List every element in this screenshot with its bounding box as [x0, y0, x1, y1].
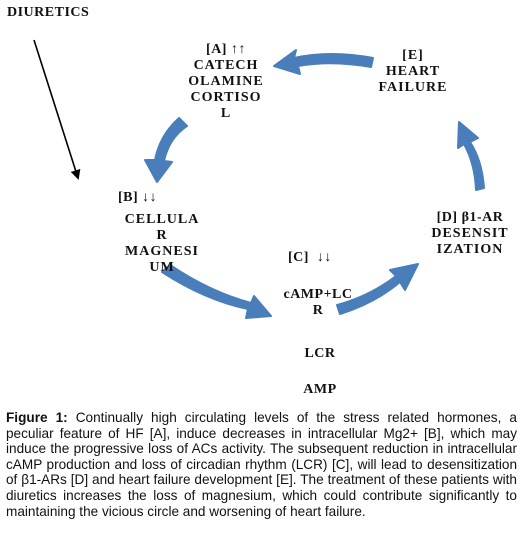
- diuretics-label: DIURETICS: [7, 5, 90, 20]
- caption-text: Continually high circulating levels of t…: [6, 410, 517, 519]
- node-c-amp: AMP: [303, 382, 337, 397]
- node-b-line: R: [156, 228, 168, 243]
- node-b-line: MAGNESI: [125, 244, 199, 259]
- arrow-c-to-d: [336, 263, 419, 315]
- diuretics-arrow: [33, 39, 81, 180]
- arrow-d-to-e: [457, 121, 485, 191]
- node-e: [E] HEART FAILURE: [367, 48, 459, 96]
- node-a-line: L: [220, 106, 232, 121]
- node-e-line: [E]: [402, 48, 424, 63]
- node-b-line: CELLULA: [124, 212, 200, 227]
- figure-caption: Figure 1: Continually high circulating l…: [6, 410, 517, 519]
- node-b-line: UM: [149, 260, 175, 275]
- node-e-line: FAILURE: [378, 80, 448, 95]
- node-e-line: HEART: [385, 64, 441, 79]
- caption-label: Figure 1:: [6, 410, 68, 425]
- node-a-line: OLAMINE: [188, 74, 264, 89]
- node-a-tag: [A] ↑↑: [206, 42, 246, 57]
- node-b-tag: [B] ↓↓: [118, 190, 158, 205]
- node-d: [D] β1-AR DESENSIT IZATION: [420, 210, 520, 258]
- arrow-a-to-b: [144, 117, 188, 183]
- node-a-line: CATECH: [193, 58, 259, 73]
- node-a-line: CORTISO: [190, 90, 262, 105]
- arrow-e-to-a: [273, 49, 374, 75]
- node-c-line: R: [312, 303, 324, 318]
- node-d-line: IZATION: [436, 242, 504, 257]
- arrow-b-to-c: [161, 264, 272, 319]
- node-c-tag: [C] ↓↓: [288, 250, 332, 265]
- node-a: [A] ↑↑ CATECH OLAMINE CORTISO L: [176, 42, 276, 122]
- node-d-line: DESENSIT: [431, 226, 509, 241]
- node-b: [B] ↓↓ CELLULA R MAGNESI UM: [112, 190, 212, 276]
- node-c-line: cAMP+LC: [283, 287, 353, 302]
- node-d-line: [D] β1-AR: [436, 210, 504, 225]
- node-c: cAMP+LC R: [268, 287, 368, 319]
- node-c-lcr: LCR: [304, 346, 336, 361]
- cycle-diagram: [33, 39, 485, 319]
